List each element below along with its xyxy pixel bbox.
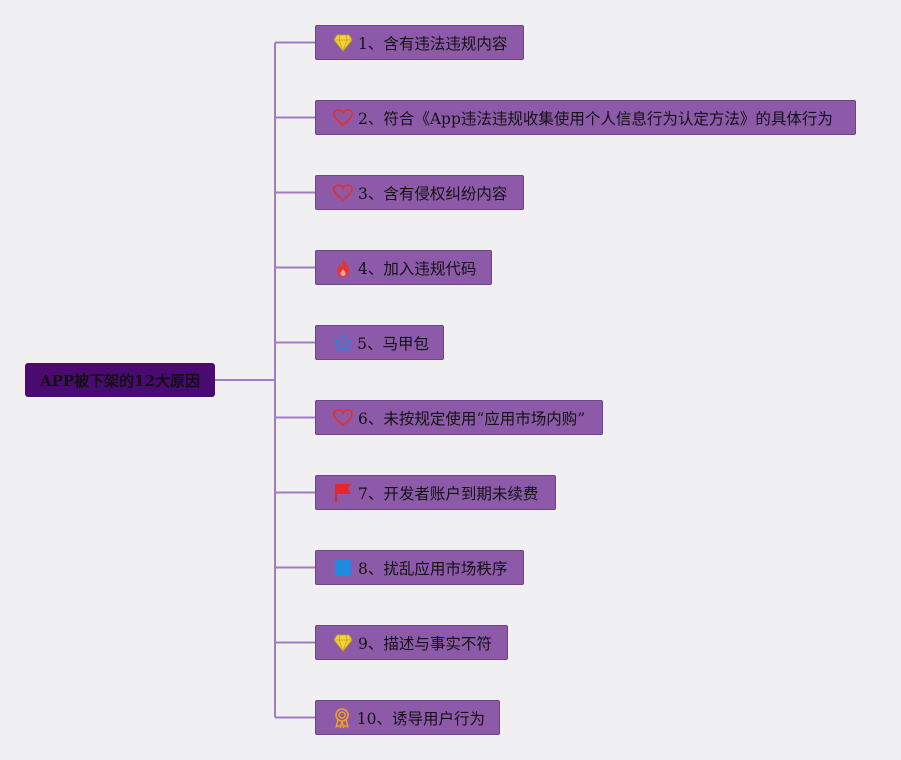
flag-icon (332, 483, 354, 503)
square-icon (332, 558, 354, 578)
heart-icon (332, 408, 354, 428)
branch-label-1: 1、含有违法违规内容 (358, 34, 508, 53)
branch-node-9[interactable]: 9、描述与事实不符 (315, 625, 508, 660)
branch-label-2: 2、符合《App违法违规收集使用个人信息行为认定方法》的具体行为 (358, 109, 833, 128)
branch-label-6: 6、未按规定使用“应用市场内购” (358, 409, 586, 428)
diamond-icon (332, 33, 354, 53)
branch-label-8: 8、扰乱应用市场秩序 (358, 559, 508, 578)
branch-node-4[interactable]: 4、加入违规代码 (315, 250, 492, 285)
branch-label-5: 5、马甲包 (357, 334, 429, 353)
branch-node-1[interactable]: 1、含有违法违规内容 (315, 25, 524, 60)
branch-label-9: 9、描述与事实不符 (358, 634, 492, 653)
branch-node-3[interactable]: 3、含有侵权纠纷内容 (315, 175, 524, 210)
branch-node-6[interactable]: 6、未按规定使用“应用市场内购” (315, 400, 603, 435)
diamond-icon (332, 633, 354, 653)
root-label: APP被下架的12大原因 (39, 371, 201, 390)
fire-icon (332, 258, 354, 278)
branch-node-10[interactable]: 10、诱导用户行为 (315, 700, 500, 735)
medal-icon (332, 707, 353, 728)
heart-icon (332, 183, 354, 203)
branch-node-8[interactable]: 8、扰乱应用市场秩序 (315, 550, 524, 585)
branch-node-2[interactable]: 2、符合《App违法违规收集使用个人信息行为认定方法》的具体行为 (315, 100, 856, 135)
star-icon (332, 333, 353, 353)
branch-label-10: 10、诱导用户行为 (356, 709, 485, 728)
heart-icon (332, 108, 354, 128)
branch-label-3: 3、含有侵权纠纷内容 (358, 184, 508, 203)
branch-node-7[interactable]: 7、开发者账户到期未续费 (315, 475, 556, 510)
branch-node-5[interactable]: 5、马甲包 (315, 325, 444, 360)
branch-label-4: 4、加入违规代码 (358, 259, 477, 278)
root-node[interactable]: APP被下架的12大原因 (25, 363, 215, 397)
branch-label-7: 7、开发者账户到期未续费 (358, 484, 539, 503)
